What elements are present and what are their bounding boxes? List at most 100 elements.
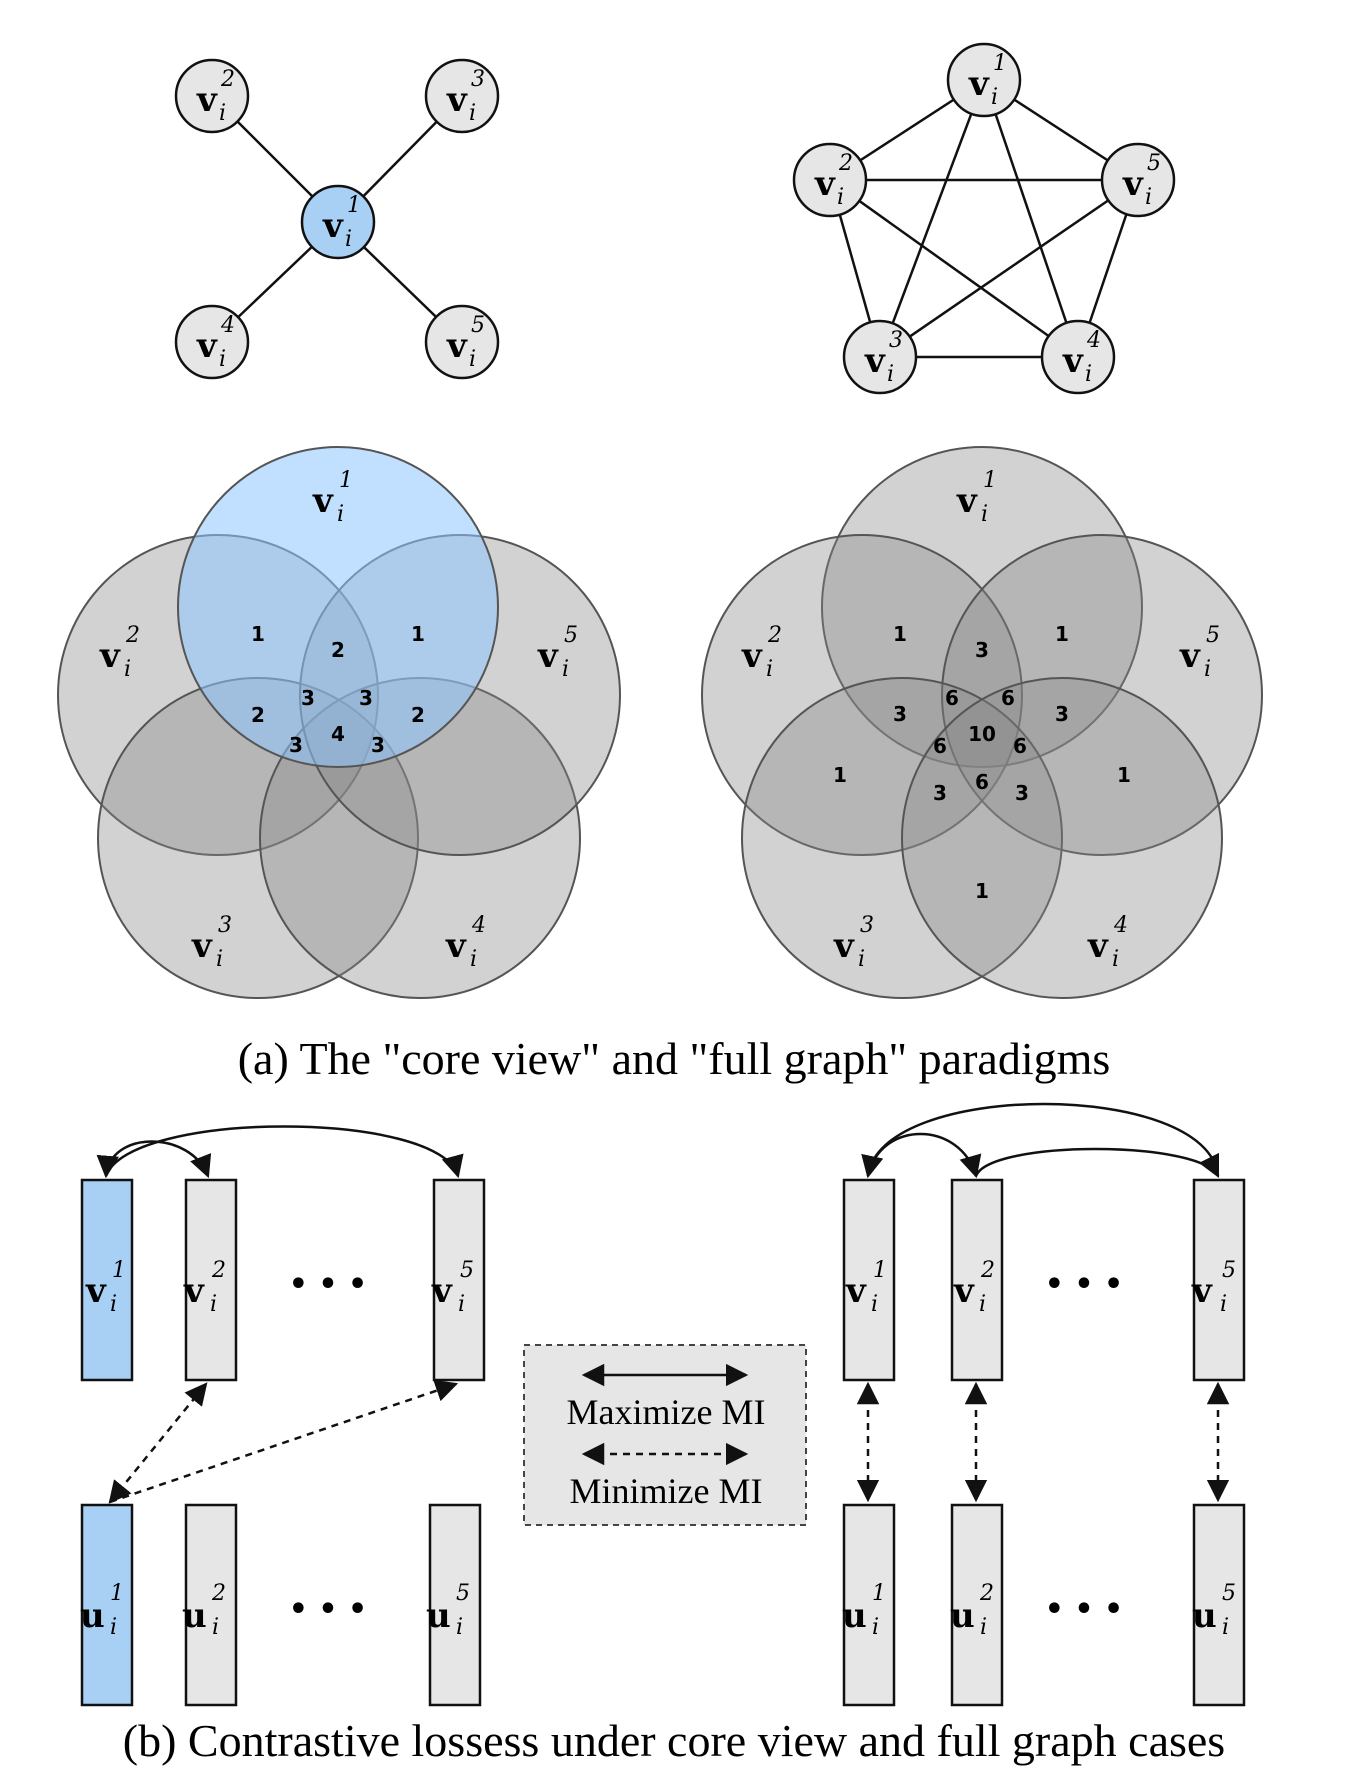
svg-text:1: 1: [339, 468, 353, 493]
venn-count: 1: [1117, 763, 1131, 787]
svg-text:i: i: [872, 1615, 879, 1640]
svg-text:v: v: [1122, 164, 1144, 204]
svg-text:2: 2: [979, 1581, 994, 1606]
venn-count: 2: [251, 703, 265, 727]
svg-text:1: 1: [110, 1581, 124, 1606]
svg-text:v: v: [445, 926, 467, 966]
venn-count: 3: [301, 686, 315, 710]
svg-text:2: 2: [125, 623, 140, 648]
full-graph-contrastive: v 1 i v 2 i • • • v 5 i u 1 i u 2: [842, 1102, 1246, 1707]
venn-core-labels: v 1 i v 2 i v 5 i v 3 i v 4 i: [99, 468, 578, 972]
svg-text:5: 5: [1206, 623, 1220, 648]
caption-a: (a) The "core view" and "full graph" par…: [238, 1033, 1111, 1084]
svg-text:2: 2: [220, 67, 235, 92]
svg-text:v: v: [99, 636, 121, 676]
ellipsis: • • •: [289, 1267, 367, 1302]
svg-text:3: 3: [889, 328, 903, 353]
svg-text:v: v: [1191, 1271, 1213, 1311]
svg-text:u: u: [950, 1596, 975, 1636]
venn-count: 1: [251, 622, 265, 646]
svg-text:5: 5: [1222, 1258, 1236, 1283]
svg-text:v: v: [85, 1271, 107, 1311]
svg-text:v: v: [322, 206, 344, 246]
svg-text:1: 1: [993, 51, 1007, 76]
venn-count: 2: [411, 703, 425, 727]
svg-text:i: i: [469, 101, 476, 126]
svg-text:i: i: [469, 347, 476, 372]
svg-text:v: v: [446, 80, 468, 120]
venn-count: 1: [893, 622, 907, 646]
svg-text:i: i: [219, 101, 226, 126]
ellipsis: • • •: [1045, 1267, 1123, 1302]
venn-circle-v2: [701, 534, 1023, 856]
embedding-v1: v 1 i: [842, 1178, 896, 1382]
venn-count: 1: [411, 622, 425, 646]
graph-node-v5-full: v 5 i: [1100, 142, 1176, 218]
svg-text:u: u: [1192, 1596, 1217, 1636]
venn-count: 6: [975, 770, 989, 794]
svg-text:2: 2: [211, 1581, 226, 1606]
svg-text:v: v: [1179, 636, 1201, 676]
svg-text:v: v: [741, 636, 763, 676]
svg-text:v: v: [196, 326, 218, 366]
svg-text:i: i: [210, 1292, 217, 1317]
svg-text:u: u: [80, 1596, 105, 1636]
svg-text:v: v: [956, 481, 978, 521]
svg-text:2: 2: [767, 623, 782, 648]
svg-text:i: i: [1145, 185, 1152, 210]
venn-count: 6: [1001, 686, 1015, 710]
svg-text:1: 1: [872, 1581, 886, 1606]
venn-count: 1: [1055, 622, 1069, 646]
svg-text:i: i: [110, 1615, 117, 1640]
minimize-arrow: [109, 1379, 459, 1504]
venn-core-counts: 1 1 2 2 2 3 3 3 3 4: [251, 622, 425, 757]
svg-text:v: v: [431, 1271, 453, 1311]
svg-text:u: u: [182, 1596, 207, 1636]
venn-count: 3: [893, 702, 907, 726]
svg-text:i: i: [345, 227, 352, 252]
svg-text:i: i: [212, 1615, 219, 1640]
maximize-arrow: [104, 1125, 464, 1179]
svg-text:4: 4: [220, 313, 235, 338]
maximize-arrow: [974, 1147, 1220, 1179]
svg-text:3: 3: [860, 913, 874, 938]
venn-count: 3: [1015, 781, 1029, 805]
embedding-v5: v 5 i: [431, 1178, 486, 1382]
svg-text:2: 2: [211, 1258, 226, 1283]
svg-text:4: 4: [1113, 913, 1128, 938]
venn-count: 3: [975, 638, 989, 662]
venn-circle-v1-core: [177, 446, 499, 768]
graph-node-v2: v 2 i: [174, 58, 250, 134]
svg-text:u: u: [842, 1596, 867, 1636]
maximize-arrow: [861, 1132, 982, 1179]
venn-full-graph: v 1 i v 2 i v 5 i v 3 i v 4 i: [701, 446, 1263, 999]
svg-text:v: v: [191, 926, 213, 966]
embedding-v2: v 2 i: [183, 1178, 238, 1382]
graph-node-v1-core: v 1 i: [300, 184, 376, 260]
embedding-u1-core: u 1 i: [80, 1503, 134, 1707]
svg-text:i: i: [871, 1292, 878, 1317]
venn-circle-v5: [941, 534, 1263, 856]
embedding-u5: u 5 i: [1192, 1503, 1246, 1707]
venn-count: 3: [1055, 702, 1069, 726]
venn-count: 6: [1013, 734, 1027, 758]
svg-text:5: 5: [1222, 1581, 1236, 1606]
svg-text:i: i: [219, 347, 226, 372]
embedding-u1: u 1 i: [842, 1503, 896, 1707]
svg-text:i: i: [1222, 1615, 1229, 1640]
svg-text:i: i: [980, 1615, 987, 1640]
venn-count: 6: [933, 734, 947, 758]
venn-count: 10: [968, 722, 996, 746]
svg-text:i: i: [766, 657, 773, 682]
legend-maximize-label: Maximize MI: [567, 1392, 766, 1432]
caption-b: (b) Contrastive lossess under core view …: [123, 1715, 1225, 1766]
svg-text:i: i: [981, 502, 988, 527]
minimize-arrow: [108, 1382, 208, 1504]
svg-text:5: 5: [471, 313, 485, 338]
svg-text:i: i: [458, 1292, 465, 1317]
edge: [879, 178, 1139, 359]
embedding-v2: v 2 i: [950, 1178, 1004, 1382]
maximize-arrow: [96, 1140, 212, 1179]
venn-count: 3: [289, 733, 303, 757]
venn-core-view: v 1 i v 2 i v 5 i v 3 i v 4 i: [57, 446, 621, 999]
